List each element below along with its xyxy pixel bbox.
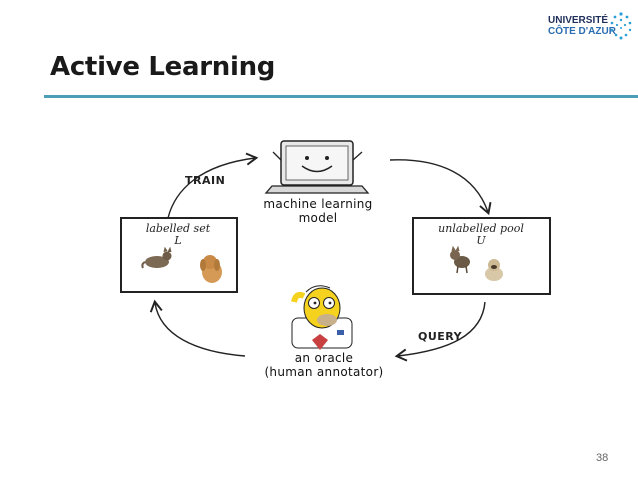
- logo-text-line2: CÔTE D'AZUR: [548, 26, 616, 37]
- unlabelled-pool-title: unlabelled pool: [438, 222, 524, 235]
- oracle-caption-line1: an oracle: [294, 351, 354, 365]
- labelled-set-symbol: L: [174, 234, 182, 247]
- laptop-icon: [264, 140, 370, 194]
- dog-icon: [200, 255, 222, 283]
- train-arrow: [167, 152, 259, 219]
- university-logo: UNIVERSITÉ CÔTE D'AZUR: [548, 9, 634, 45]
- model-caption-line1: machine learning: [263, 197, 373, 211]
- cat-icon: [450, 245, 470, 274]
- model-to-pool-arrow: [389, 159, 492, 216]
- oracle-character-icon: [291, 285, 353, 350]
- pug-icon: [485, 259, 503, 281]
- oracle-to-labelled-arrow: [149, 299, 246, 357]
- logo-dots-icon: [610, 12, 632, 40]
- page-number: 38: [596, 452, 609, 464]
- oracle-caption-line2: (human annotator): [264, 365, 384, 379]
- title-underline: [44, 95, 638, 98]
- cat-icon: [141, 246, 172, 269]
- model-caption-line2: model: [298, 211, 338, 225]
- query-label: QUERY: [418, 330, 463, 343]
- unlabelled-pool-box: [412, 217, 551, 295]
- logo-text-line1: UNIVERSITÉ: [548, 15, 609, 26]
- train-label: TRAIN: [185, 174, 226, 187]
- slide-title: Active Learning: [50, 52, 276, 82]
- unlabelled-pool-symbol: U: [476, 234, 486, 247]
- labelled-set-title: labelled set: [145, 222, 211, 235]
- query-arrow: [394, 301, 486, 362]
